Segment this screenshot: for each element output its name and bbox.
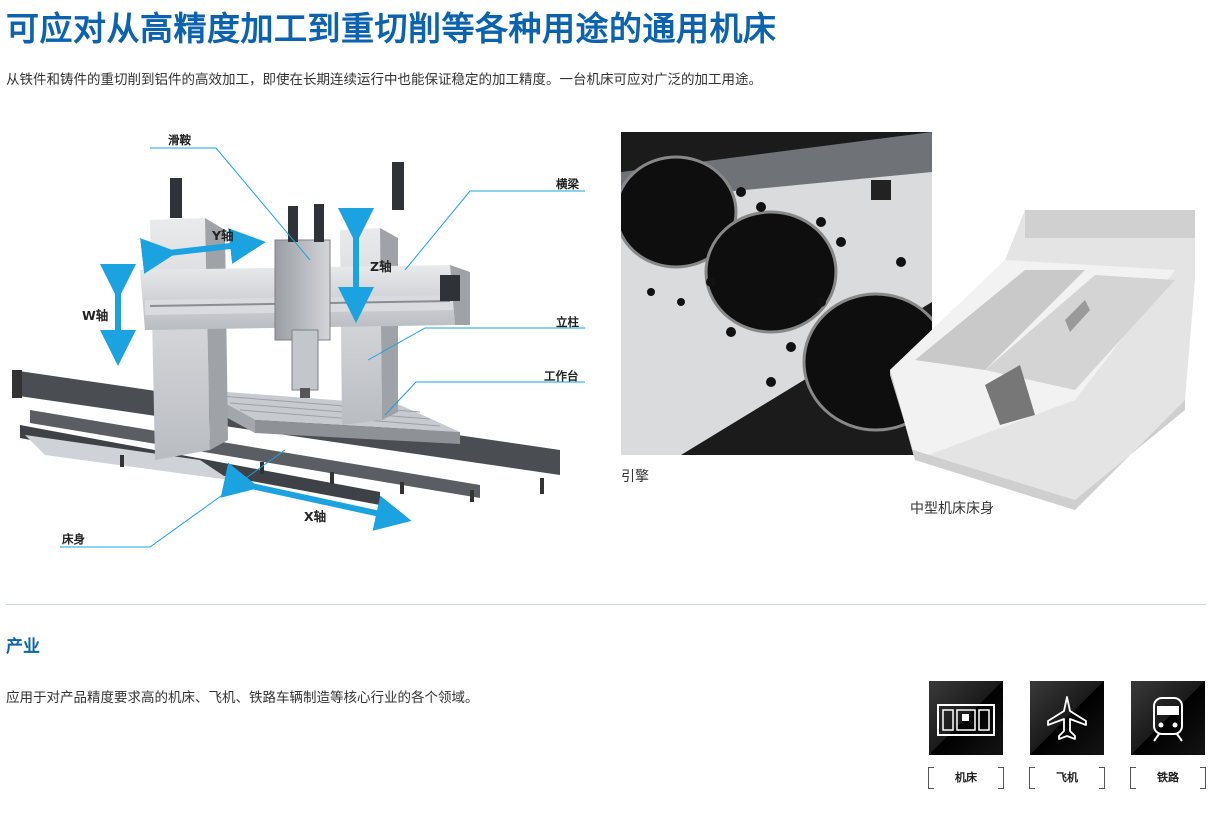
machine-tool-icon — [937, 704, 995, 736]
machine-bed-photo — [885, 200, 1203, 510]
intro-paragraph: 从铁件和铸件的重切削到铝件的高效加工，即使在长期连续运行中也能保证稳定的加工精度… — [6, 72, 762, 88]
industry-label-machine-tool: 机床 — [928, 767, 1004, 789]
page-title: 可应对从高精度加工到重切削等各种用途的通用机床 — [6, 9, 777, 48]
engine-photo — [621, 132, 932, 455]
industry-card-train — [1131, 681, 1205, 755]
industry-label-railway: 铁路 — [1130, 767, 1206, 789]
bed-caption: 中型机床床身 — [910, 501, 994, 517]
axis-label-x: X轴 — [304, 509, 327, 524]
axis-label-w: W轴 — [82, 308, 109, 323]
industry-card-airplane — [1030, 681, 1104, 755]
industry-label-airplane: 飞机 — [1029, 767, 1105, 789]
callout-bed: 床身 — [62, 532, 85, 546]
train-icon — [1153, 697, 1183, 742]
industry-section-title: 产业 — [6, 637, 40, 657]
callout-table: 工作台 — [544, 369, 579, 383]
machine-diagram: 滑鞍 横梁 立柱 工作台 床身 Y轴 Z轴 W轴 X轴 — [0, 120, 600, 560]
industry-description: 应用于对产品精度要求高的机床、飞机、铁路车辆制造等核心行业的各个领域。 — [6, 690, 479, 706]
callout-crossbeam: 横梁 — [556, 177, 579, 191]
airplane-icon — [1047, 696, 1087, 740]
industry-card-machine-tool — [929, 681, 1003, 755]
engine-caption: 引擎 — [621, 469, 649, 485]
callout-column: 立柱 — [556, 315, 579, 329]
gantry-machine-illustration — [12, 147, 585, 548]
axis-label-z: Z轴 — [370, 259, 392, 274]
section-divider — [6, 604, 1206, 605]
axis-label-y: Y轴 — [212, 228, 234, 243]
callout-saddle: 滑鞍 — [168, 133, 191, 147]
